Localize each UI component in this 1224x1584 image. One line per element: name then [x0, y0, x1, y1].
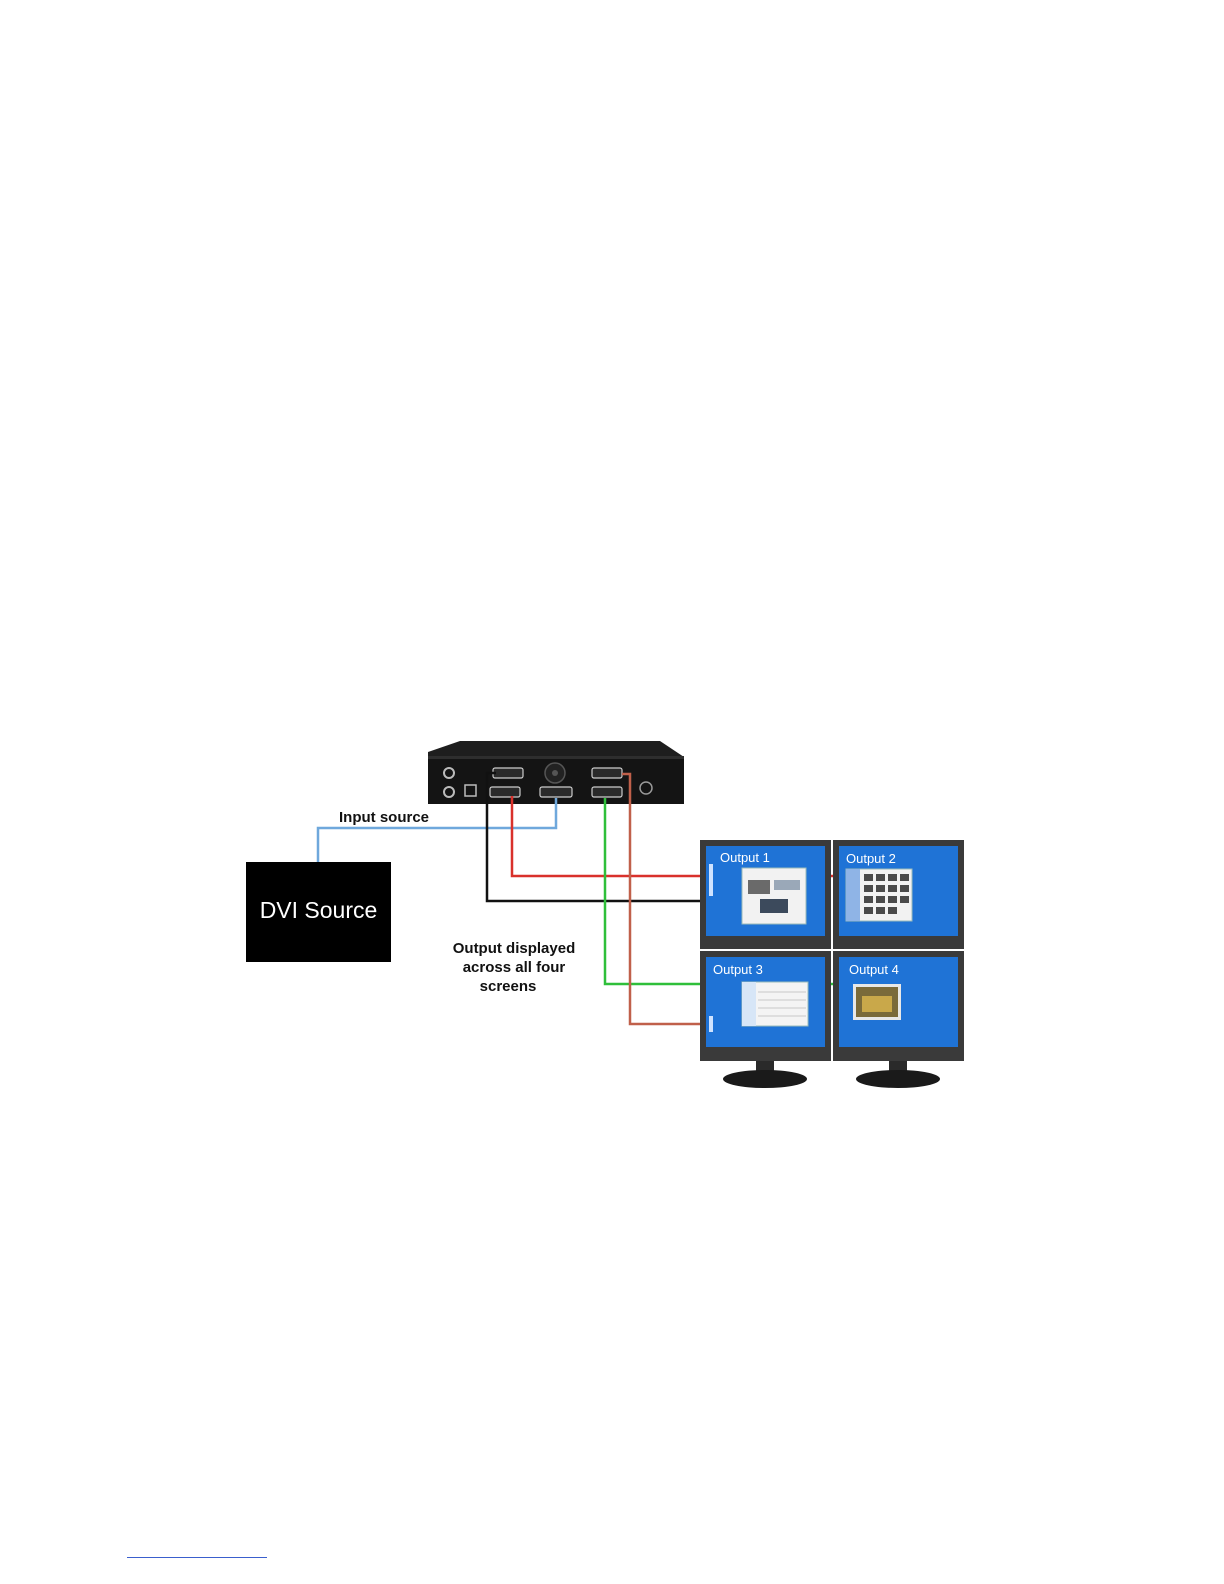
monitor-4-label: Output 4	[849, 962, 899, 977]
video-wall-controller	[428, 741, 684, 804]
dvi-port-output-4	[592, 768, 622, 778]
output-label-line-1: Output displayed	[453, 940, 576, 957]
output-displayed-label: Output displayed across all four screens	[453, 940, 576, 995]
monitor-3-label: Output 3	[713, 962, 763, 977]
dvi-port-output-2	[490, 787, 520, 797]
dvi-port-output-3	[592, 787, 622, 797]
dvi-port-output-1	[493, 768, 523, 778]
output-label-line-2: across all four	[463, 959, 566, 976]
dvi-source-label: DVI Source	[260, 897, 378, 923]
output-label-line-3: screens	[480, 978, 537, 995]
input-source-label: Input source	[339, 809, 429, 826]
monitor-2: Output 2	[833, 840, 964, 949]
monitor-4: Output 4	[833, 951, 964, 1061]
footnote-separator	[127, 1557, 267, 1558]
input-cable	[318, 798, 556, 862]
monitor-3: Output 3	[700, 951, 831, 1061]
dvi-port-input	[540, 787, 572, 797]
cable-output-4	[622, 774, 712, 1024]
monitor-1: Output 1	[700, 840, 831, 949]
dvi-source-box: DVI Source	[246, 862, 391, 962]
monitor-2-label: Output 2	[846, 851, 896, 866]
monitor-1-label: Output 1	[720, 850, 770, 865]
monitor-stand	[856, 1059, 940, 1088]
monitor-stand	[723, 1059, 807, 1088]
